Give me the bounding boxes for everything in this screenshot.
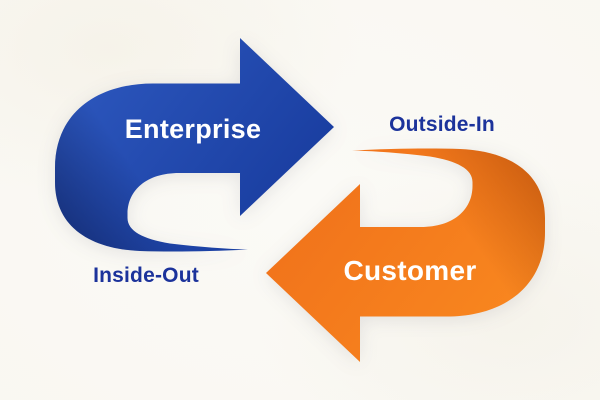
outside-in-flow-label: Outside-In	[389, 113, 495, 136]
customer-arrow-label: Customer	[343, 255, 477, 286]
enterprise-arrow-shape	[55, 38, 334, 252]
inside-out-flow-label: Inside-Out	[93, 264, 199, 287]
enterprise-arrow-label: Enterprise	[124, 114, 262, 144]
